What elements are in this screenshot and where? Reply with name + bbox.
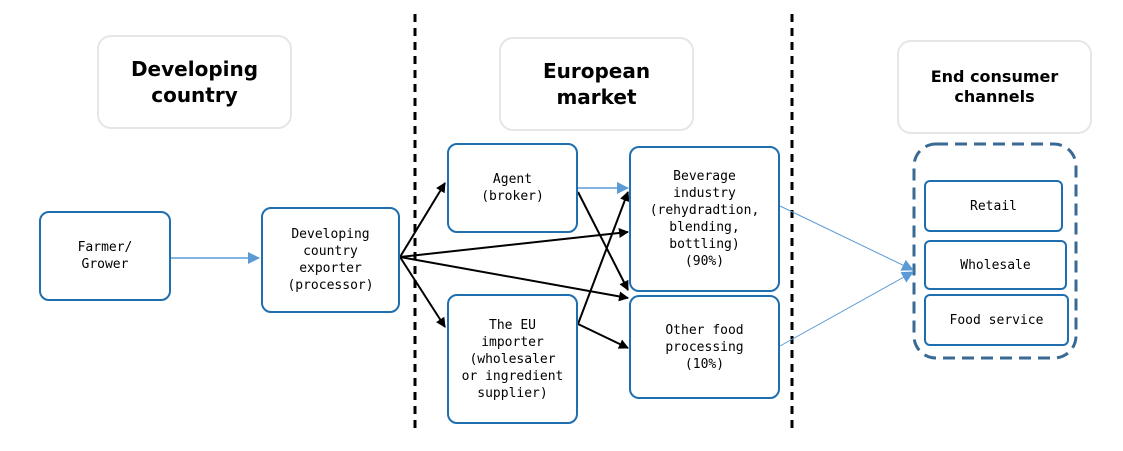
channel-food-service: Food service <box>924 294 1069 346</box>
node-agent-label: Agent (broker) <box>481 172 544 204</box>
node-farmer-grower: Farmer/ Grower <box>39 211 171 301</box>
arrow-exporter-to-importer <box>399 256 446 328</box>
channel-food-service-label: Food service <box>949 312 1044 328</box>
header-developing-country: Developing country <box>97 35 292 129</box>
node-agent: Agent (broker) <box>447 143 578 233</box>
channel-wholesale: Wholesale <box>924 240 1067 290</box>
node-farmer-grower-label: Farmer/ Grower <box>77 240 133 272</box>
channel-retail: Retail <box>924 180 1063 232</box>
arrow-beverage-to-channels <box>779 205 914 271</box>
arrow-exporter-to-other-food <box>399 256 629 302</box>
node-eu-importer-label: The EU importer (wholesaler or ingredien… <box>461 317 564 401</box>
arrow-exporter-to-beverage <box>399 228 629 258</box>
arrow-importer-to-other-food <box>577 323 629 349</box>
node-beverage-industry-label: Beverage industry (rehydradtion, blendin… <box>649 169 760 269</box>
header-european-market: European market <box>499 37 694 131</box>
arrow-other-food-to-channels <box>779 271 914 347</box>
node-other-food-processing: Other food processing (10%) <box>629 295 780 399</box>
node-other-food-processing-label: Other food processing (10%) <box>665 322 744 372</box>
channel-retail-label: Retail <box>970 198 1017 214</box>
node-developing-country-exporter-label: Developing country exporter (processor) <box>287 227 374 293</box>
header-developing-country-label: Developing country <box>130 57 259 107</box>
arrow-importer-to-beverage <box>577 191 630 325</box>
header-end-consumer-channels: End consumer channels <box>897 40 1092 134</box>
arrow-exporter-to-agent <box>399 182 446 258</box>
node-beverage-industry: Beverage industry (rehydradtion, blendin… <box>629 146 780 292</box>
header-european-market-label: European market <box>542 59 651 109</box>
node-developing-country-exporter: Developing country exporter (processor) <box>261 207 400 313</box>
channel-wholesale-label: Wholesale <box>960 257 1031 273</box>
consumer-channels-group <box>912 142 1078 360</box>
node-eu-importer: The EU importer (wholesaler or ingredien… <box>447 294 578 424</box>
arrow-agent-to-other-food <box>577 191 629 291</box>
header-end-consumer-channels-label: End consumer channels <box>930 67 1059 106</box>
